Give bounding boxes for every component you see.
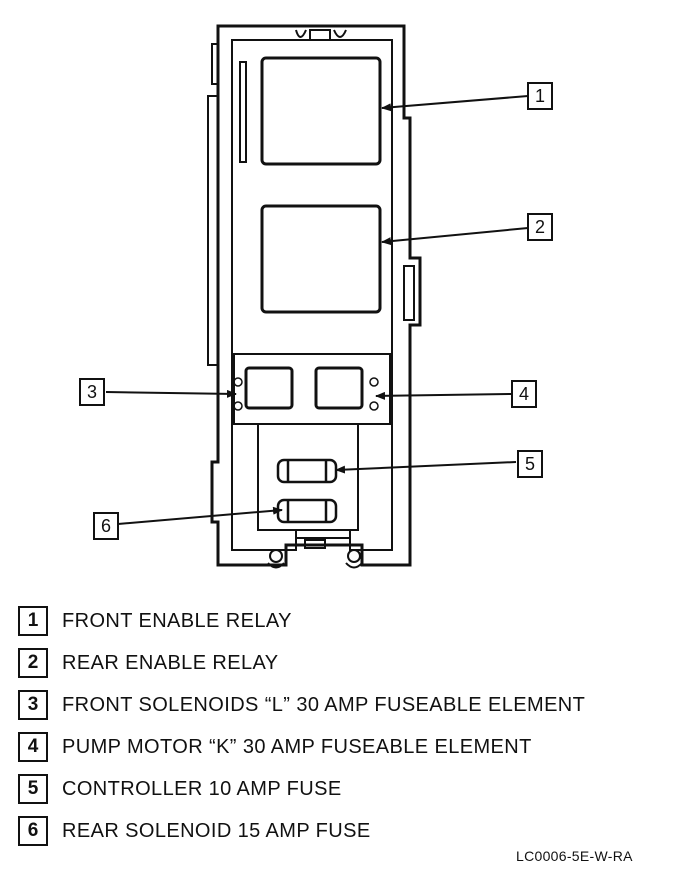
fuse-relay-block-diagram: 1 2 3 4 5 6 — [79, 24, 553, 569]
legend-label: REAR SOLENOID 15 AMP FUSE — [62, 819, 371, 842]
legend-label: FRONT SOLENOIDS “L” 30 AMP FUSEABLE ELEM… — [62, 693, 586, 716]
front-solenoids-fuseable-element — [244, 366, 294, 410]
callout-box-3 — [79, 378, 105, 406]
rear-solenoid-fuse — [276, 498, 338, 524]
callout-number-6: 6 — [101, 516, 111, 536]
callout-box-4 — [511, 380, 537, 408]
leader-line-5 — [335, 461, 517, 474]
legend-number-box: 1 — [18, 606, 48, 636]
legend-label: CONTROLLER 10 AMP FUSE — [62, 777, 342, 800]
legend-number-box: 5 — [18, 774, 48, 804]
controller-fuse — [276, 458, 338, 484]
leader-line-6 — [117, 506, 283, 525]
mounting-feet — [267, 549, 363, 569]
figure-code: LC0006-5E-W-RA — [516, 848, 633, 864]
callout-number-3: 3 — [87, 382, 97, 402]
callout-number-1: 1 — [535, 86, 545, 106]
pump-motor-fuseable-element — [314, 366, 364, 410]
legend-number-box: 3 — [18, 690, 48, 720]
legend-label: FRONT ENABLE RELAY — [62, 609, 292, 632]
legend-label: REAR ENABLE RELAY — [62, 651, 279, 674]
legend-item-1: 1 FRONT ENABLE RELAY — [18, 604, 292, 638]
callout-box-5 — [517, 450, 543, 478]
front-enable-relay — [260, 56, 382, 166]
callout-number-5: 5 — [525, 454, 535, 474]
callout-number-2: 2 — [535, 217, 545, 237]
housing-slot — [239, 61, 247, 163]
legend-number-box: 6 — [18, 816, 48, 846]
callout-number-4: 4 — [519, 384, 529, 404]
legend-label: PUMP MOTOR “K” 30 AMP FUSEABLE ELEMENT — [62, 735, 532, 758]
fuseable-element-pocket — [233, 353, 391, 425]
legend-item-3: 3 FRONT SOLENOIDS “L” 30 AMP FUSEABLE EL… — [18, 688, 585, 722]
fuse-cavity — [257, 423, 359, 531]
leader-line-3 — [105, 389, 237, 398]
block-housing — [207, 24, 422, 567]
legend-item-4: 4 PUMP MOTOR “K” 30 AMP FUSEABLE ELEMENT — [18, 730, 532, 764]
legend-number-box: 2 — [18, 648, 48, 678]
rear-enable-relay — [260, 204, 382, 314]
legend-number-box: 4 — [18, 732, 48, 762]
callout-box-6 — [93, 512, 119, 540]
leader-line-1 — [381, 95, 529, 112]
legend-item-6: 6 REAR SOLENOID 15 AMP FUSE — [18, 814, 371, 848]
legend-item-5: 5 CONTROLLER 10 AMP FUSE — [18, 772, 342, 806]
callout-box-2 — [527, 213, 553, 241]
leader-line-4 — [375, 391, 513, 400]
leader-line-2 — [381, 227, 529, 246]
legend-item-2: 2 REAR ENABLE RELAY — [18, 646, 279, 680]
callout-box-1 — [527, 82, 553, 110]
element-terminals — [233, 377, 379, 411]
